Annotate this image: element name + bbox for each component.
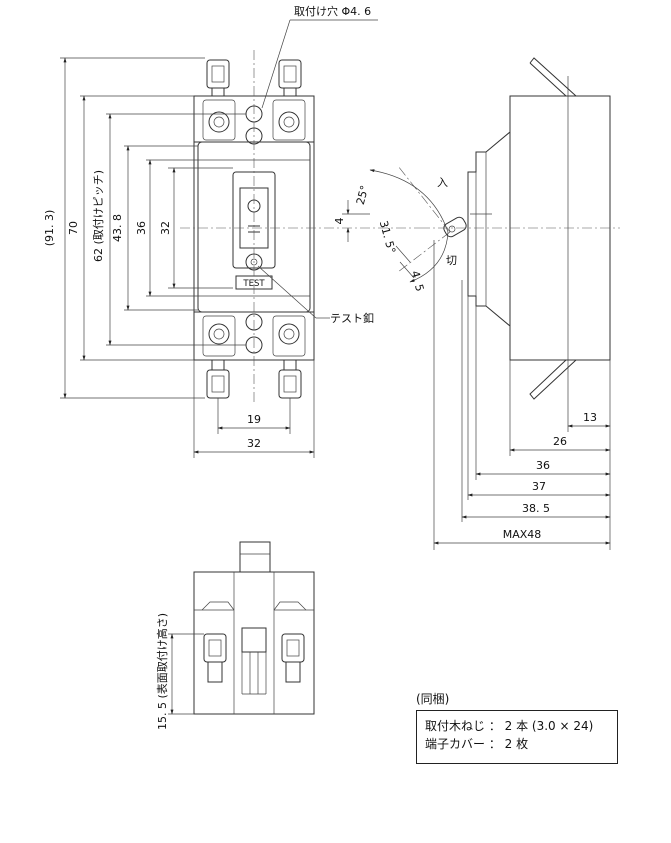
dim-19: 19 (247, 413, 261, 426)
accessory-wood-screws: 取付木ねじ ： 2 本 (3.0 × 24) (425, 719, 594, 733)
front-horizontal-dimensions: 19 32 (193, 360, 315, 458)
dim-62: 62 (取付けピッチ) (92, 170, 105, 262)
bottom-body-outline (193, 571, 315, 715)
accessory-terminal-covers: 端子カバー ： 2 枚 (425, 737, 529, 751)
bottom-handle-stub (239, 541, 271, 573)
dim-37: 37 (532, 480, 546, 493)
dim-32-h: 32 (247, 437, 261, 450)
test-button-label: テスト釦 (330, 311, 374, 325)
angle-31-5-label: 31. 5° (377, 219, 398, 255)
dim-70: 70 (67, 221, 80, 235)
front-view: TEST 取付け穴 Φ4. 6 テスト釦 (180, 4, 420, 405)
dim-43-8: 43. 8 (111, 214, 124, 242)
accessories-box: 取付木ねじ ： 2 本 (3.0 × 24) 端子カバー ： 2 枚 (416, 710, 618, 764)
lower-screw-terminals (202, 313, 306, 357)
dim-36-side: 36 (536, 459, 550, 472)
offset-4-label: 4 (333, 218, 346, 225)
side-horizontal-dimensions: 13 26 36 37 38. 5 MAX48 (433, 240, 611, 550)
accessories-title: (同梱) (416, 692, 450, 706)
offset-4-5-label: 4. 5 (408, 269, 426, 293)
bottom-view: 15. 5 (表面取付け高さ) (155, 541, 315, 730)
top-plug-terminals (206, 59, 302, 97)
side-handle (443, 216, 467, 238)
dim-26: 26 (553, 435, 567, 448)
dim-32-v: 32 (159, 221, 172, 235)
bottom-plug-terminals (206, 359, 302, 399)
on-mark-label: 入 (437, 176, 448, 189)
front-vertical-dimensions: (91. 3) 70 62 (取付けピッチ) 43. 8 36 32 (43, 57, 246, 399)
dim-max48: MAX48 (503, 528, 542, 541)
dim-38-5: 38. 5 (522, 502, 550, 515)
side-view: 25° 31. 5° 4. 5 入 切 4 (333, 57, 620, 400)
dim-15-5: 15. 5 (表面取付け高さ) (155, 613, 169, 730)
off-mark-label: 切 (446, 254, 457, 267)
dim-91-3: (91. 3) (43, 210, 56, 247)
mount-hole-label: 取付け穴 Φ4. 6 (294, 4, 371, 18)
dim-13: 13 (583, 411, 597, 424)
angle-25-label: 25° (354, 184, 372, 206)
dim-36: 36 (135, 221, 148, 235)
